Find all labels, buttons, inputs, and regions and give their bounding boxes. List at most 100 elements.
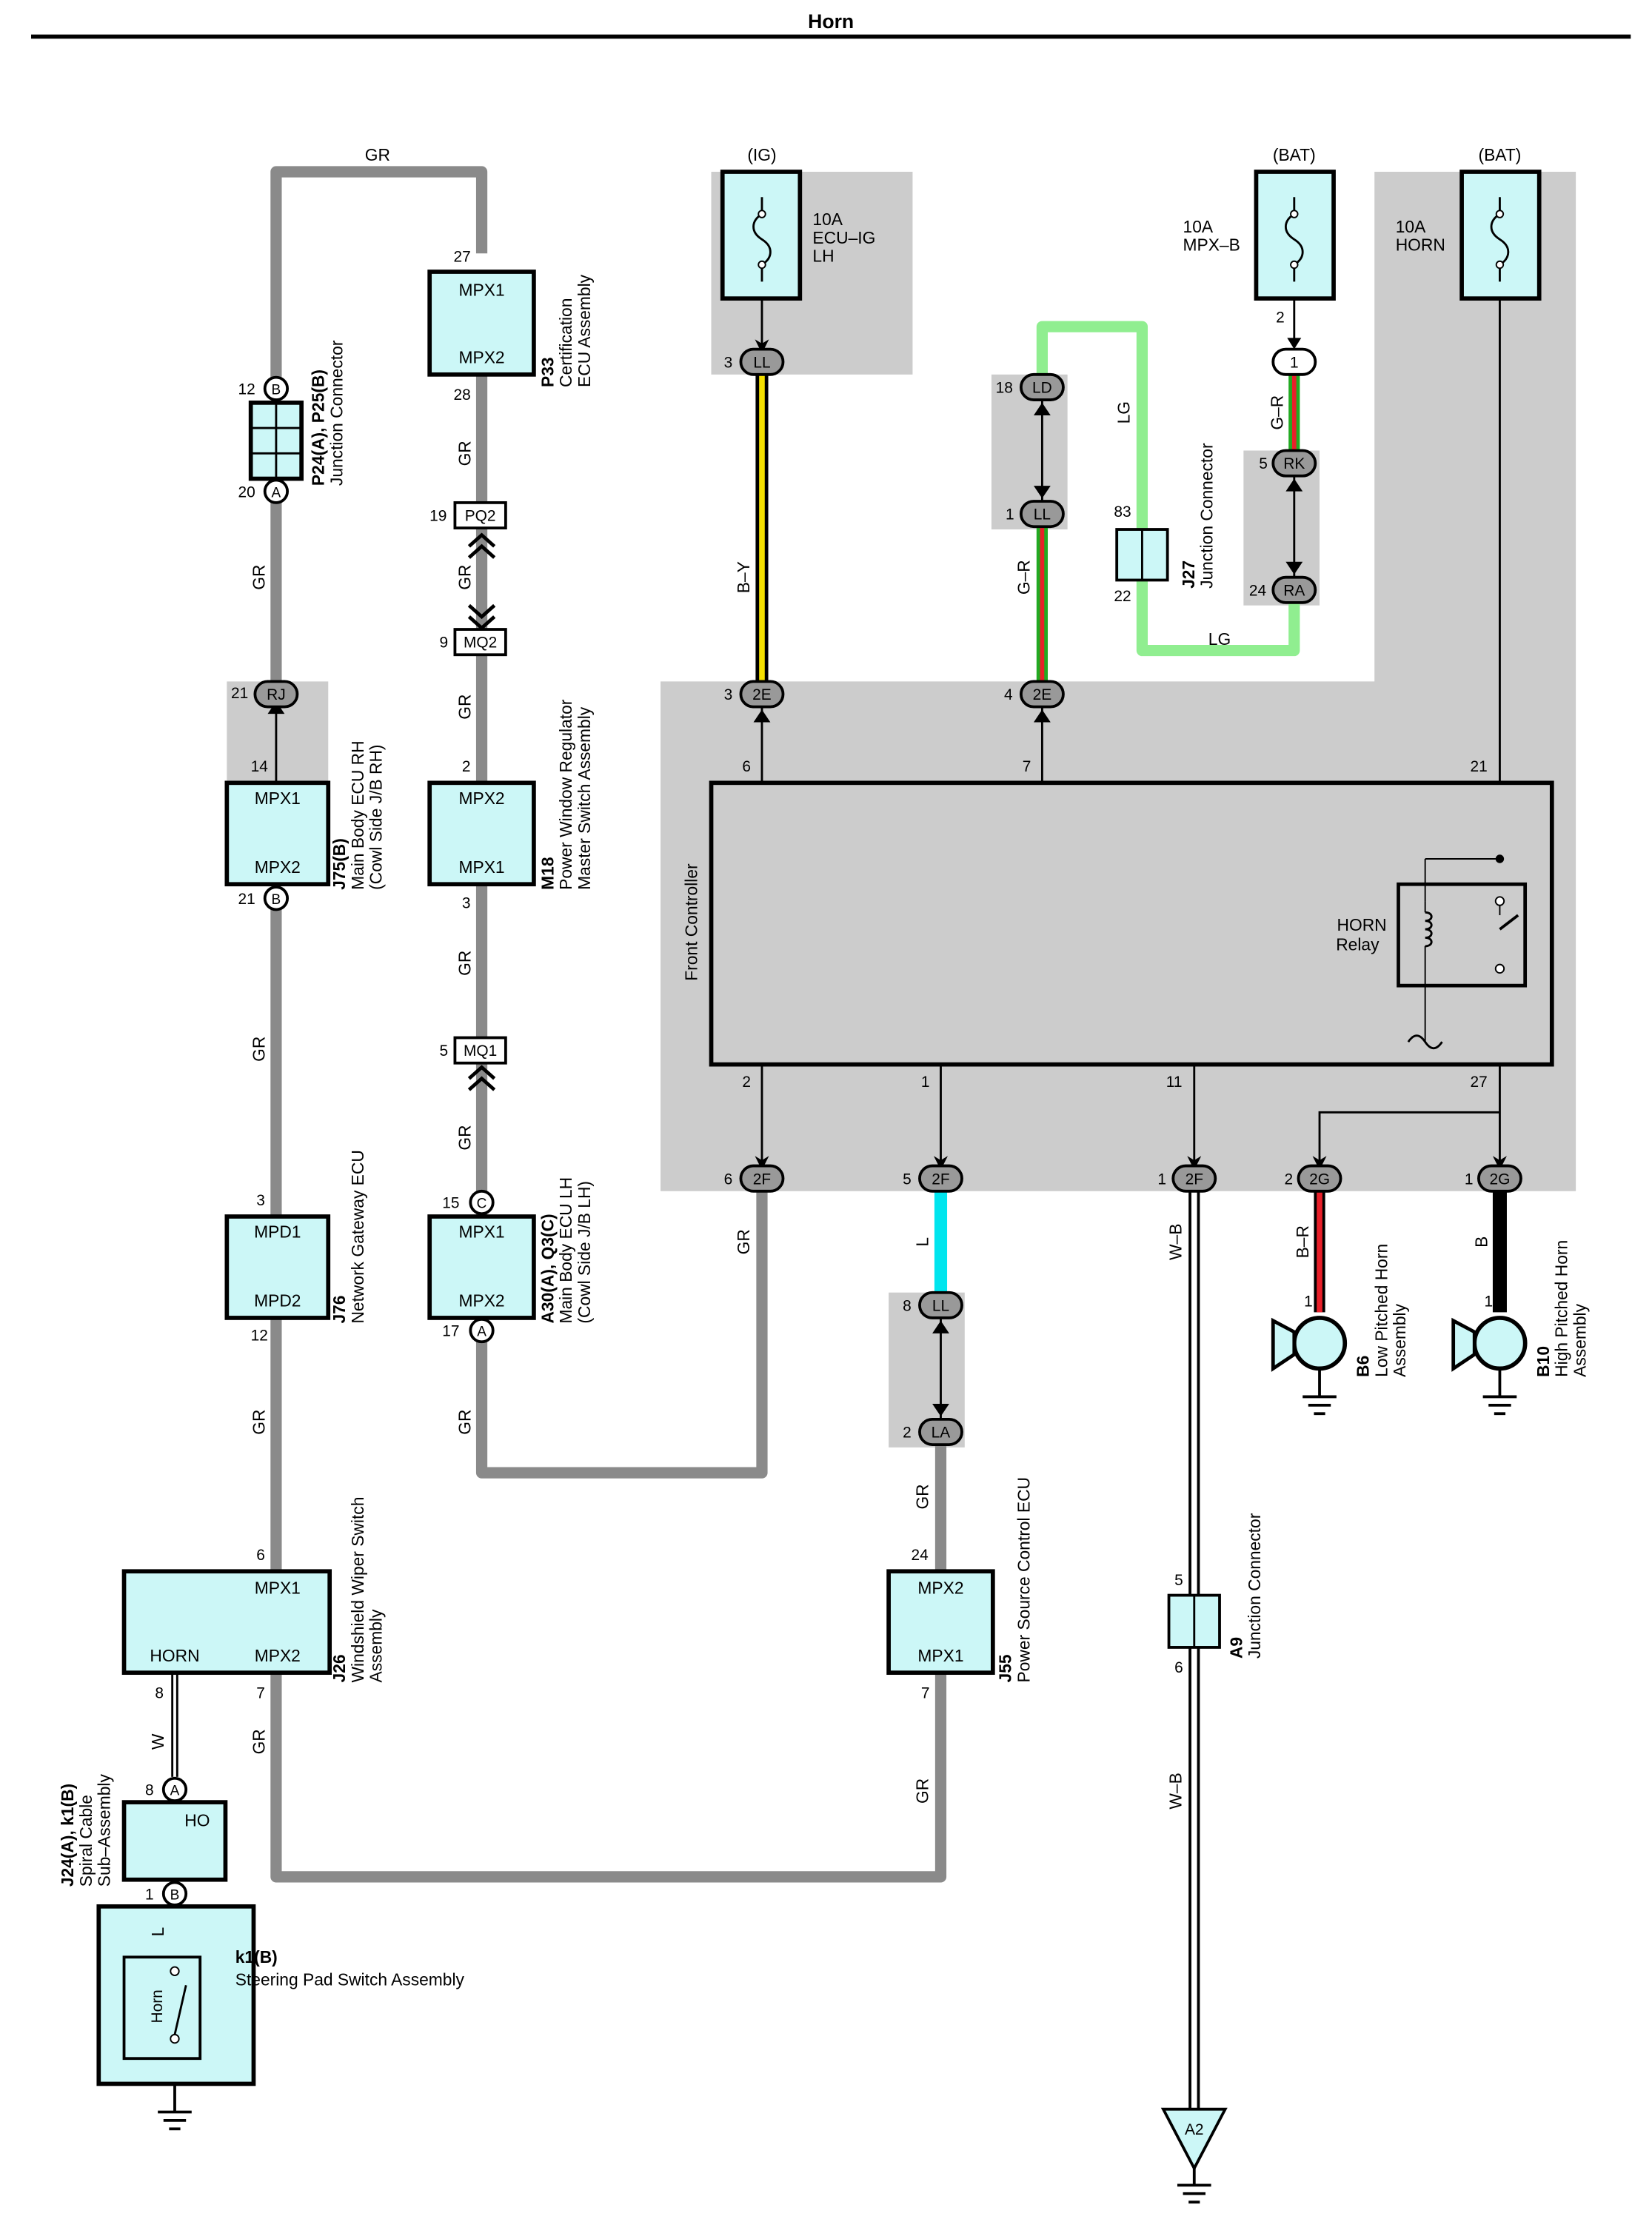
pin-numbers: 12 20 27 28 19 9 21 14 21 2 3 5 15 17 3 … (145, 249, 1493, 1904)
j26-box (121, 1569, 332, 1676)
fuse-horn (1459, 170, 1542, 301)
svg-text:2: 2 (462, 758, 471, 775)
connector-1: 1 (1271, 347, 1317, 376)
svg-text:24: 24 (1249, 582, 1267, 599)
svg-text:G–R: G–R (1014, 560, 1033, 595)
diagram-title: Horn (808, 10, 854, 33)
svg-text:B–R: B–R (1293, 1225, 1312, 1258)
j55-top: MPX2 (917, 1579, 963, 1598)
svg-text:1: 1 (1304, 1293, 1313, 1311)
connector-a-a30: A (469, 1317, 495, 1344)
connector-2f-1: 2F (1171, 1164, 1217, 1193)
svg-text:G–R: G–R (1268, 395, 1287, 430)
a30-bottom: MPX2 (458, 1291, 504, 1311)
svg-text:A: A (477, 1325, 486, 1340)
pill-connectors: LL LD LL 1 RK RA 2E 2E RJ 2F 2F 2F 2G 2G… (253, 347, 1522, 1446)
svg-text:24: 24 (912, 1547, 929, 1564)
svg-text:MQ2: MQ2 (464, 635, 497, 652)
svg-text:RK: RK (1283, 455, 1305, 472)
connector-b-j75: B (263, 886, 290, 911)
svg-text:28: 28 (454, 386, 471, 404)
svg-text:RA: RA (1283, 582, 1305, 599)
svg-text:6: 6 (256, 1547, 265, 1564)
j26-top: MPX1 (255, 1579, 301, 1598)
b6-code: B6 (1354, 1356, 1373, 1377)
fuse-labels: 10A ECU–IG LH 10A MPX–B 10A HORN (812, 210, 1445, 265)
svg-text:2: 2 (1284, 1171, 1293, 1188)
svg-text:LG: LG (1208, 629, 1231, 649)
svg-text:GR: GR (250, 565, 269, 590)
j76-code: J76 (330, 1296, 349, 1324)
svg-text:W: W (148, 1733, 167, 1750)
svg-text:12: 12 (251, 1327, 268, 1344)
fuse-horn-name: HORN (1396, 235, 1445, 254)
fuse-mpx-b-amp: 10A (1183, 217, 1214, 236)
p24-name: Junction Connector (327, 340, 346, 486)
a30-code: A30(A), Q3(C) (538, 1214, 558, 1323)
svg-text:8: 8 (145, 1782, 154, 1799)
circle-connectors: B A B C A A B (161, 375, 495, 1907)
connector-2g-2: 2G (1297, 1164, 1342, 1193)
gr-wires (270, 166, 947, 1883)
svg-text:6: 6 (1174, 1659, 1183, 1676)
svg-text:27: 27 (454, 249, 471, 266)
p33-top: MPX1 (458, 280, 504, 299)
j24-box (121, 1800, 228, 1882)
connector-ll-mid: LL (1019, 500, 1065, 529)
svg-text:1: 1 (1290, 354, 1299, 371)
svg-text:1: 1 (1465, 1171, 1474, 1188)
a30-top: MPX1 (458, 1222, 504, 1242)
b10-name-1: High Pitched Horn (1552, 1240, 1571, 1377)
svg-text:5: 5 (1174, 1572, 1183, 1589)
b10-code: B10 (1534, 1346, 1553, 1377)
connector-ll-fuse: LL (739, 347, 785, 376)
svg-text:MQ1: MQ1 (464, 1042, 497, 1060)
svg-text:A: A (170, 1784, 180, 1799)
m18-top: MPX2 (458, 789, 504, 808)
j26-bottom: MPX2 (255, 1646, 301, 1665)
svg-text:LA: LA (932, 1425, 951, 1442)
j24-name-2: Sub–Assembly (95, 1774, 114, 1887)
p24-code: P24(A), P25(B) (309, 369, 328, 486)
j27-name: Junction Connector (1197, 443, 1217, 589)
power-labels: (IG) (BAT) (BAT) (747, 145, 1521, 164)
svg-text:2E: 2E (1033, 686, 1052, 703)
m18-bottom: MPX1 (458, 857, 504, 877)
svg-text:21: 21 (238, 891, 255, 908)
inline-chevrons (467, 532, 496, 1091)
m18-name-2: Master Switch Assembly (575, 706, 594, 890)
b6-name-2: Assembly (1390, 1303, 1409, 1376)
svg-text:W–B: W–B (1166, 1224, 1186, 1260)
j76-name: Network Gateway ECU (348, 1150, 367, 1323)
horn-switch-label: Horn (149, 1989, 166, 2023)
gr-wire-a30-to-fc (475, 1188, 768, 1479)
svg-text:GR: GR (734, 1229, 753, 1254)
m18-name-1: Power Window Regulator (556, 699, 575, 890)
ground-icon-a2 (1177, 2168, 1211, 2204)
svg-text:B: B (272, 382, 281, 398)
svg-text:14: 14 (251, 758, 269, 775)
p33-code: P33 (538, 357, 558, 387)
high-pitched-horn-icon (1451, 1316, 1528, 1372)
connector-2f-5: 2F (918, 1164, 963, 1193)
connector-2e-3: 2E (739, 680, 785, 709)
svg-text:GR: GR (250, 1037, 269, 1062)
svg-text:20: 20 (238, 483, 255, 501)
connector-mq2: MQ2 (453, 628, 507, 657)
k1-code: k1(B) (235, 1947, 278, 1967)
connector-2e-4: 2E (1019, 680, 1065, 709)
svg-text:5: 5 (1259, 455, 1268, 472)
j26-name-1: Windshield Wiper Switch (348, 1497, 367, 1683)
horn-relay-label-1: HORN (1337, 915, 1387, 934)
svg-text:19: 19 (429, 508, 447, 525)
bat-label-mpx: (BAT) (1273, 145, 1316, 164)
ig-label: (IG) (747, 145, 776, 164)
svg-text:5: 5 (439, 1042, 448, 1060)
a30-name-1: Main Body ECU LH (556, 1177, 575, 1324)
connector-a-j24: A (161, 1776, 188, 1803)
svg-text:L: L (912, 1237, 932, 1247)
b6-name-1: Low Pitched Horn (1371, 1244, 1391, 1377)
svg-text:8: 8 (903, 1297, 912, 1314)
ground-icon-horn-switch (158, 2084, 192, 2131)
j76-bottom: MPD2 (254, 1291, 301, 1311)
